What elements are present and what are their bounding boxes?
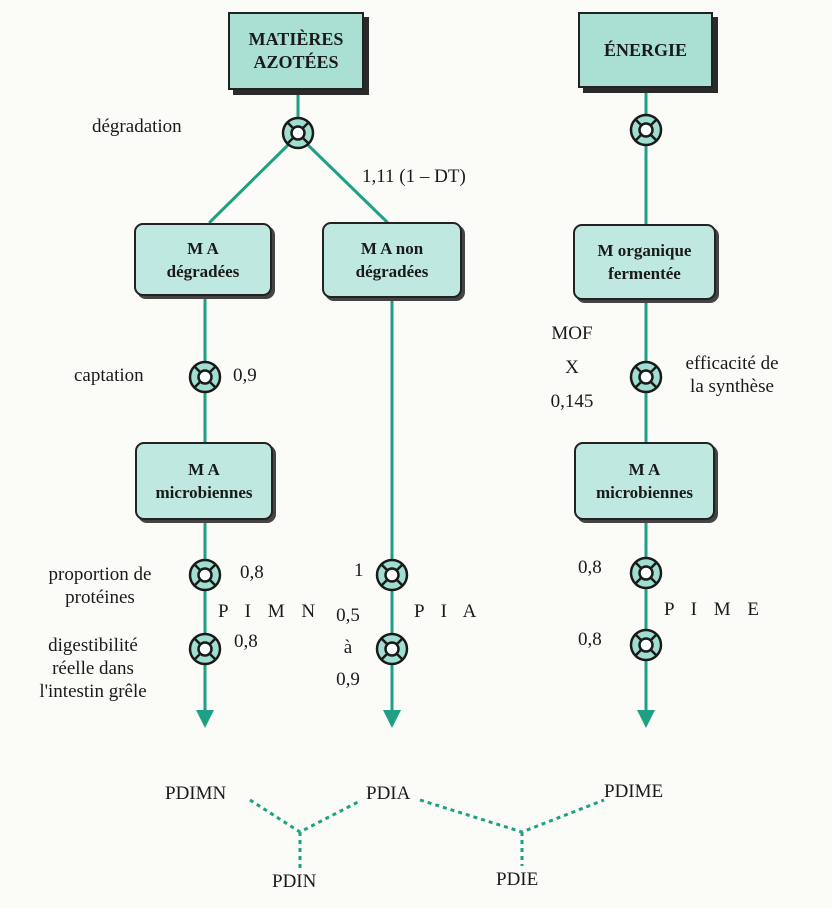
valve-digestibilite-icon [188, 632, 222, 666]
box-ma-non-degradees: M A non dégradées [322, 222, 462, 298]
valve-pime-1-icon [629, 556, 663, 590]
label-captation-coef: 0,9 [233, 365, 257, 386]
label-pia-range-low: 0,5 [336, 605, 360, 626]
valve-pia-2-icon [375, 632, 409, 666]
arrow-head-pdimn [196, 710, 214, 728]
valve-pime-2-icon [629, 628, 663, 662]
valve-efficacite-icon [629, 360, 663, 394]
valve-pia-1-icon [375, 558, 409, 592]
label-efficacite-synthese: efficacité de la synthèse [685, 353, 779, 397]
box-ma-degradees: M A dégradées [134, 223, 272, 296]
valve-proportion-icon [188, 558, 222, 592]
box-m-organique-fermentee: M organique fermentée [573, 224, 716, 300]
valve-captation-icon [188, 360, 222, 394]
label-digestibilite-coef: 0,8 [234, 631, 258, 652]
dotted-pdin-join [249, 798, 359, 834]
label-mof-x: X [565, 357, 579, 378]
label-pdia: PDIA [366, 783, 411, 804]
box-energie: ÉNERGIE [578, 12, 713, 88]
valve-degradation-icon [281, 116, 315, 150]
label-pia-range-to: à [343, 637, 353, 658]
label-pia-range-high: 0,9 [336, 669, 360, 690]
label-captation: captation [74, 365, 144, 386]
label-pia: P I A [414, 601, 483, 622]
line-valve-degradees [208, 144, 289, 224]
label-degradation: dégradation [92, 116, 182, 137]
label-formula-non-degradees: 1,11 (1 – DT) [362, 166, 466, 187]
label-pdimn: PDIMN [165, 783, 227, 804]
label-pdie: PDIE [496, 869, 539, 890]
box-ma-microbiennes-left: M A microbiennes [135, 442, 273, 520]
label-proportion-coef: 0,8 [240, 562, 264, 583]
box-ma-microbiennes-right: M A microbiennes [574, 442, 715, 520]
label-pia-coef: 1 [354, 560, 364, 581]
label-proportion-proteines: proportion de protéines [48, 564, 152, 608]
label-digestibilite: digestibilité réelle dans l'intestin grê… [39, 635, 147, 702]
label-pimn: P I M N [218, 601, 322, 622]
label-mof-factor: 0,145 [550, 391, 594, 412]
line-valve-non-degradees [307, 144, 389, 224]
label-pime: P I M E [664, 599, 765, 620]
label-pime-coef-2: 0,8 [578, 629, 602, 650]
valve-energie-icon [629, 113, 663, 147]
box-matieres-azotees: MATIÈRES AZOTÉES [228, 12, 364, 90]
dotted-pdie-join [419, 798, 605, 834]
arrow-head-pia [383, 710, 401, 728]
label-pdin: PDIN [272, 871, 317, 892]
label-pdime: PDIME [604, 781, 664, 802]
arrow-head-pime [637, 710, 655, 728]
label-mof: MOF [551, 323, 593, 344]
label-pime-coef-1: 0,8 [578, 557, 602, 578]
